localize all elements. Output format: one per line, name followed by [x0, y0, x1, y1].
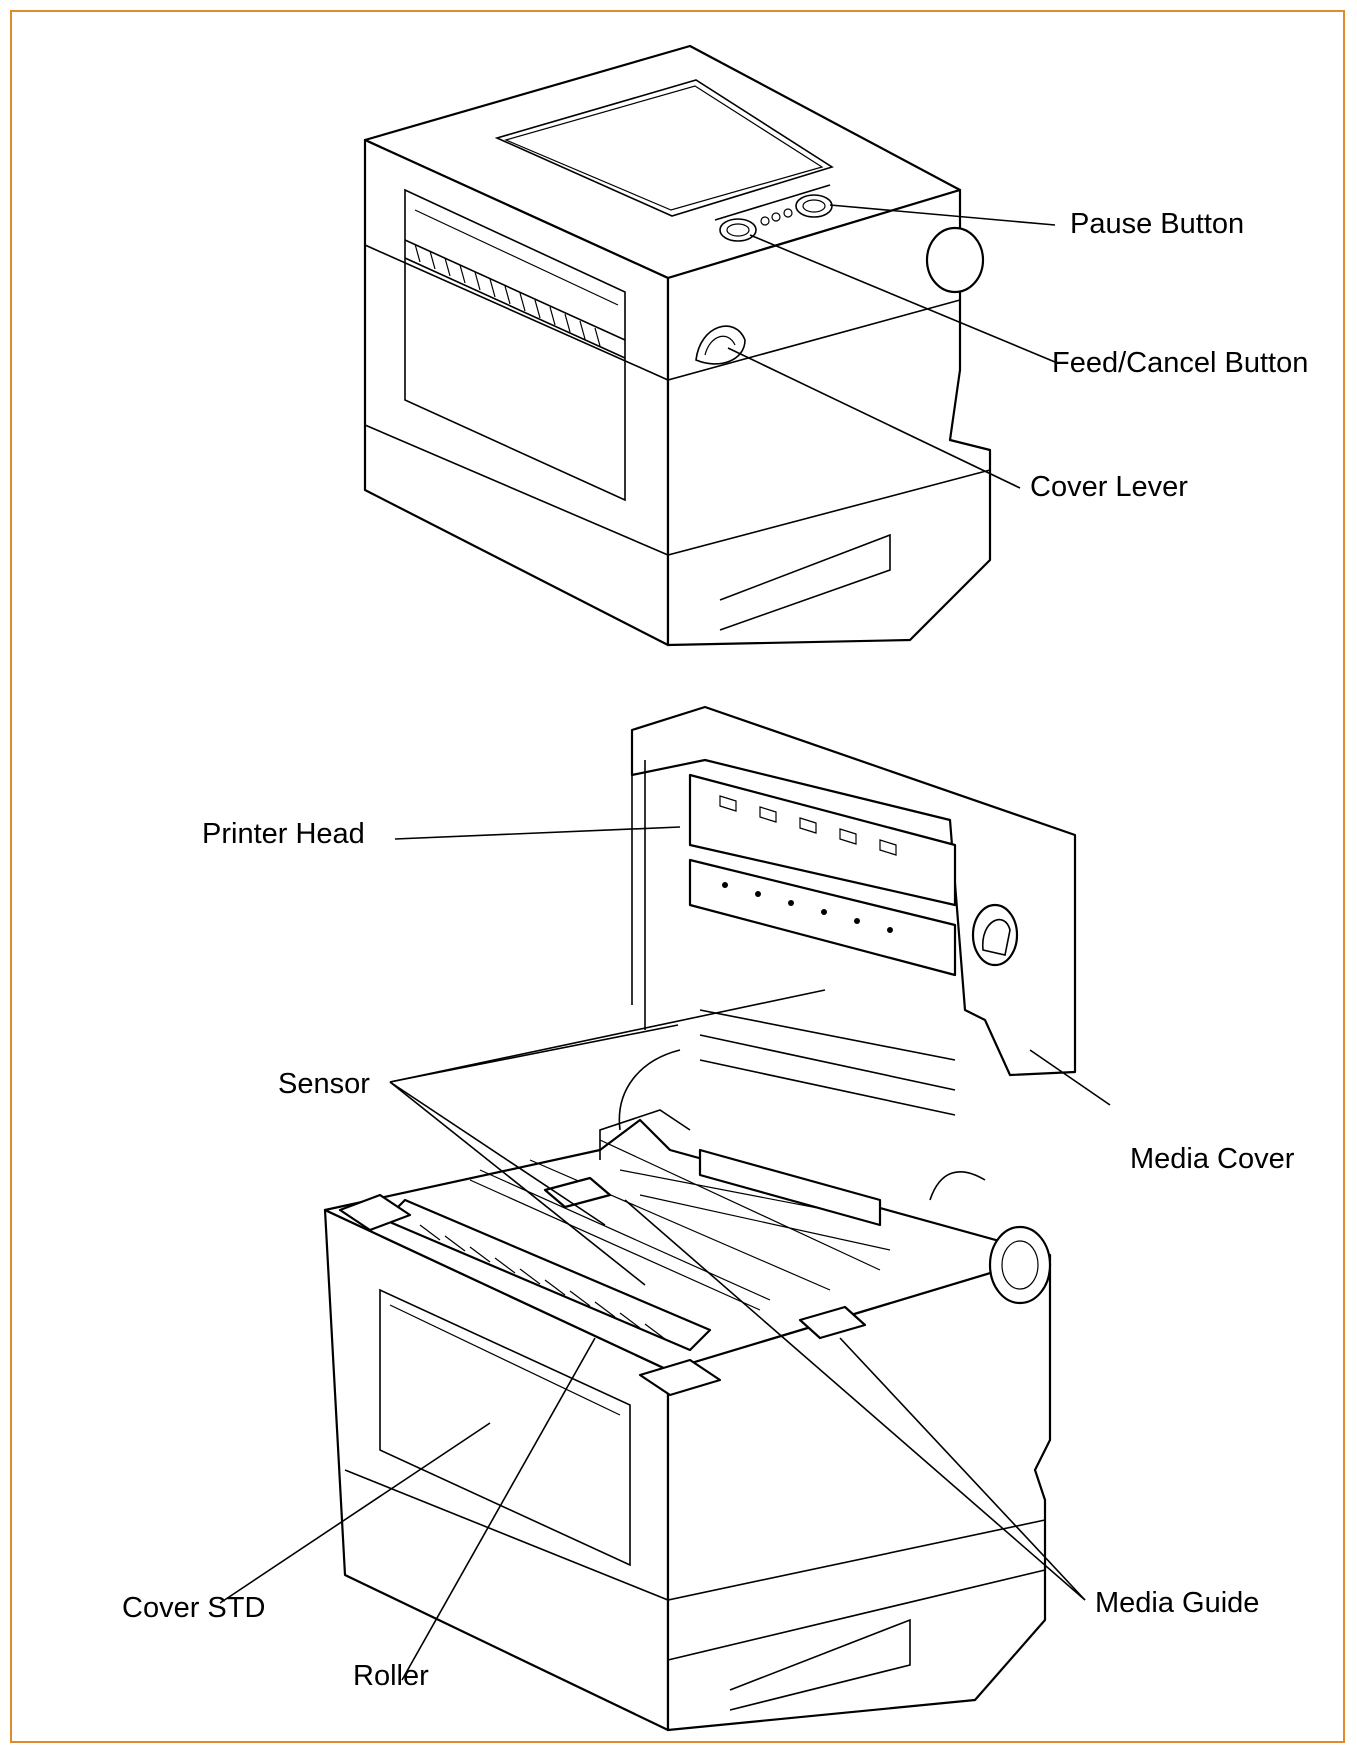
sensor-label: Sensor	[278, 1068, 370, 1100]
printer-head-label: Printer Head	[202, 818, 365, 850]
printer-head-leader	[394, 826, 681, 840]
roller-leader-2	[401, 1337, 596, 1681]
feed-cancel-button-leader	[749, 234, 1056, 363]
sensor-leader-2	[389, 989, 826, 1083]
pause-button-label: Pause Button	[1070, 208, 1244, 240]
closed-printer-drawing	[363, 44, 992, 647]
media-guide-leader-1	[624, 1199, 1086, 1601]
cover-lever-label: Cover Lever	[1030, 471, 1188, 503]
media-cover-label: Media Cover	[1130, 1143, 1295, 1175]
cover-std-leader	[219, 1422, 491, 1604]
cover-lever-leader	[727, 347, 1021, 489]
sensor-leader-3	[389, 1081, 606, 1226]
media-cover-leader	[1029, 1049, 1111, 1106]
cover-std-label: Cover STD	[122, 1592, 265, 1624]
media-guide-label: Media Guide	[1095, 1587, 1259, 1619]
pause-button-leader	[829, 204, 1056, 226]
sensor-leader-4	[389, 1081, 646, 1286]
feed-cancel-button-label: Feed/Cancel Button	[1052, 347, 1308, 379]
media-guide-leader-2	[839, 1337, 1086, 1601]
open-printer-drawing	[323, 705, 1077, 1732]
roller-label: Roller	[353, 1660, 429, 1692]
